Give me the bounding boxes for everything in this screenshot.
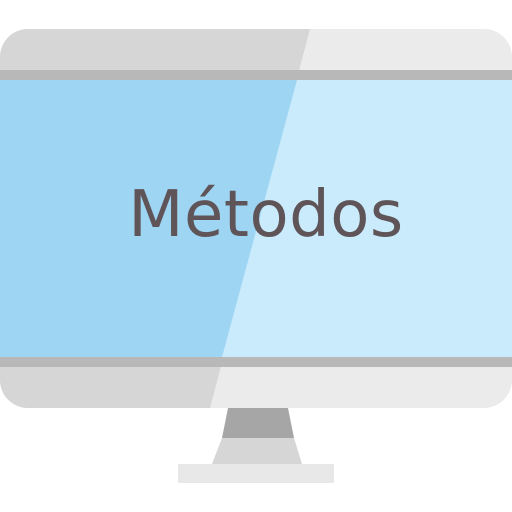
- monitor-stand: [212, 408, 302, 464]
- stand-neck-bottom: [212, 438, 302, 464]
- monitor-base: [178, 464, 334, 483]
- top-strip: [0, 70, 512, 80]
- screen-title: Métodos: [128, 178, 404, 252]
- bottom-strip: [0, 357, 512, 367]
- screen-left-tone: [0, 80, 297, 357]
- stand-neck-top: [222, 408, 294, 438]
- monitor-screen: [0, 80, 512, 357]
